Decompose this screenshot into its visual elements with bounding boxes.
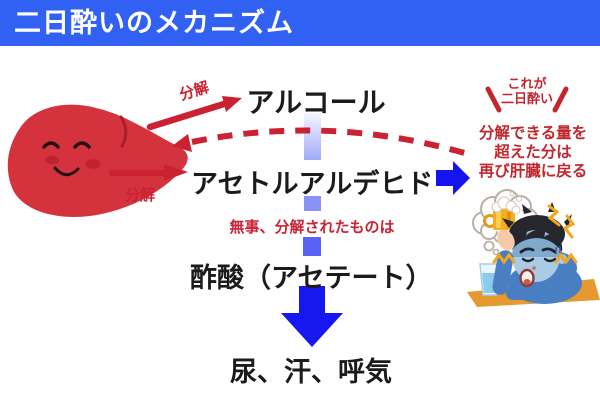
label-safe-note: 無事、分解されたものは [229, 219, 395, 236]
overflow-line2: 超えた分は [494, 144, 572, 161]
callout-line1: これが [507, 76, 547, 91]
label-decompose-lower: 分解 [125, 187, 156, 204]
return-dashed-arrow [172, 127, 469, 157]
page-title: 二日酔いのメカニズム [14, 8, 294, 38]
overflow-line3: 再び肝臓に戻る [478, 163, 588, 180]
decompose-arrow-upper [146, 96, 242, 131]
overflow-note: 分解できる量を 超えた分は 再び肝臓に戻る [468, 124, 598, 181]
label-acetate: 酢酸（アセテート） [190, 263, 433, 293]
label-excretion: 尿、汗、呼気 [230, 357, 392, 387]
callout-emphasis-marks [485, 86, 569, 113]
overflow-line1: 分解できる量を [478, 125, 588, 142]
liver-cartoon-icon [7, 104, 188, 217]
breakdown-flow-arrow [281, 113, 343, 347]
label-acetaldehyde: アセトルアルデヒド [191, 169, 434, 199]
title-bar: 二日酔いのメカニズム [0, 0, 600, 46]
callout-line2: 二日酔い [500, 91, 553, 106]
headache-zigzag-icons [492, 204, 578, 265]
decompose-arrow-lower [108, 164, 188, 181]
hungover-person-icon [467, 189, 600, 307]
to-person-arrow [436, 161, 470, 195]
hangover-callout: これが 二日酔い [490, 76, 564, 106]
label-alcohol: アルコール [246, 87, 386, 118]
